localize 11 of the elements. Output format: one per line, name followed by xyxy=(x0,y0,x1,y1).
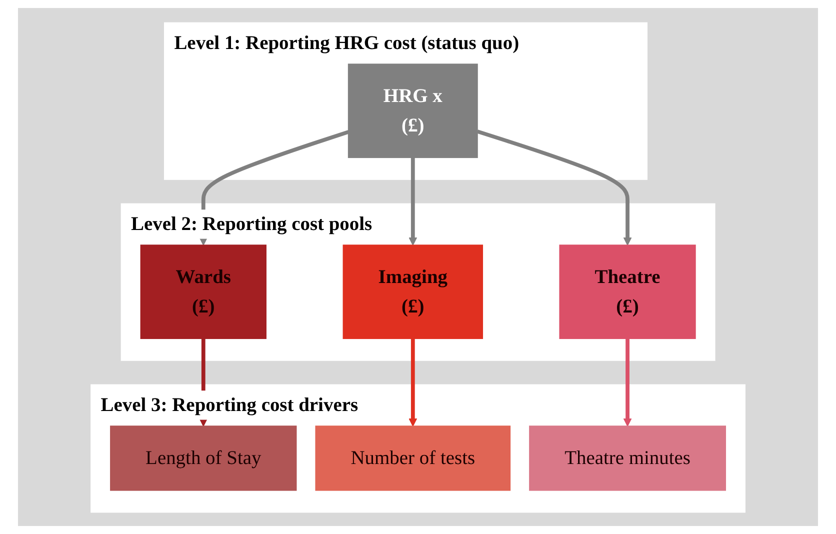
node-box: Length of Stay xyxy=(110,425,297,490)
arrow xyxy=(408,157,418,245)
node-box: Wards (£) xyxy=(140,244,266,339)
node-box: HRG x (£) xyxy=(348,63,478,158)
node-box: Number of tests xyxy=(315,425,511,490)
node-box: Imaging (£) xyxy=(342,244,483,339)
arrow xyxy=(623,338,632,426)
arrow xyxy=(476,129,632,245)
node-box: Theatre minutes xyxy=(529,425,726,490)
node-box: Theatre (£) xyxy=(559,244,696,339)
arrow xyxy=(408,338,418,426)
